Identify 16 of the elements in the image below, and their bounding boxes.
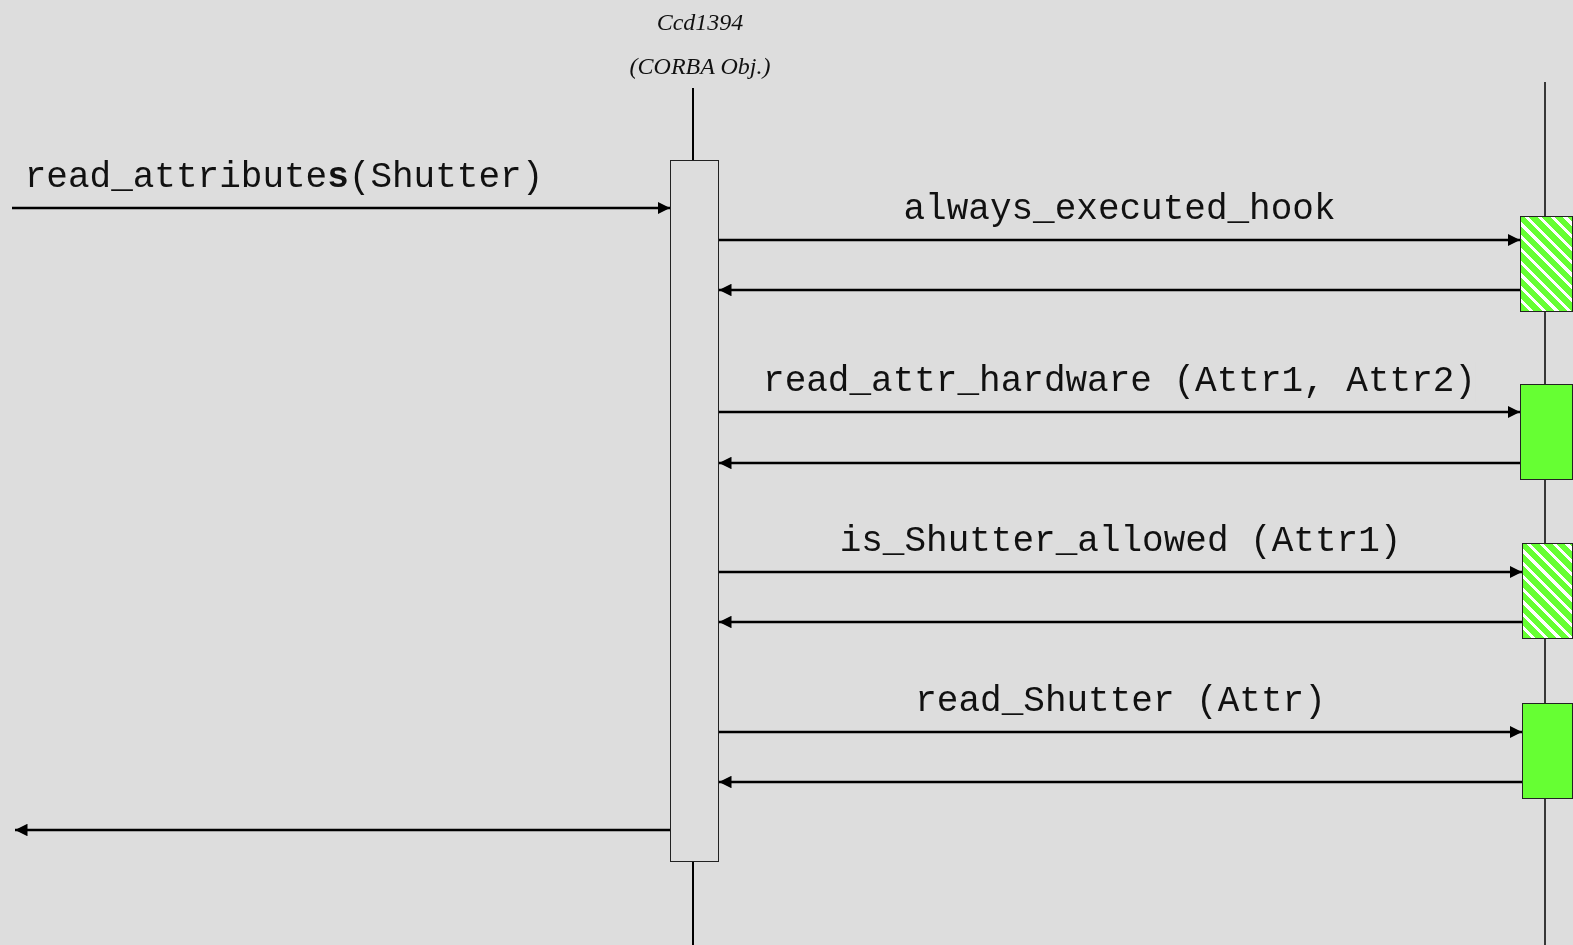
activation-bar	[670, 160, 719, 862]
arrow	[719, 283, 1520, 297]
arrow	[719, 233, 1520, 247]
arrow	[719, 775, 1522, 789]
activation-box	[1520, 384, 1573, 480]
arrow	[719, 615, 1522, 629]
message-label: always_executed_hook	[903, 190, 1336, 230]
arrow	[719, 565, 1522, 579]
arrow	[719, 456, 1520, 470]
activation-box	[1522, 703, 1573, 799]
hatched-activation-box	[1520, 216, 1573, 312]
arrow	[12, 201, 670, 215]
arrow	[719, 725, 1522, 739]
arrow	[719, 405, 1520, 419]
hatched-activation-box	[1522, 543, 1573, 639]
arrow	[15, 823, 670, 837]
